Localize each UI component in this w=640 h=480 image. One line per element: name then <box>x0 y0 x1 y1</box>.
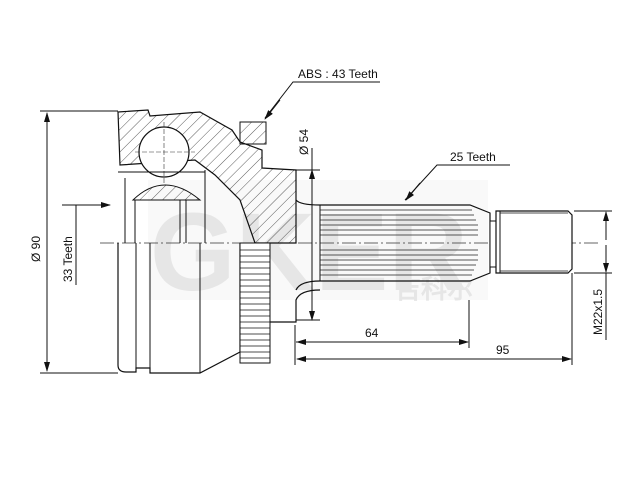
housing-exterior <box>117 242 321 374</box>
shaft-teeth-label: 25 Teeth <box>450 150 496 164</box>
watermark: GKER 吉科尔 <box>148 180 488 314</box>
length-total-label: 95 <box>496 343 510 357</box>
housing-section <box>117 109 297 244</box>
outer-diameter-label: Ø 90 <box>29 236 43 262</box>
dimensions <box>40 81 612 374</box>
thread-label: M22x1.5 <box>591 289 605 335</box>
abs-teeth-label: ABS : 43 Teeth <box>298 67 378 81</box>
length-spline-label: 64 <box>365 326 379 340</box>
watermark-text: GKER <box>150 191 468 314</box>
watermark-subtext: 吉科尔 <box>395 274 473 304</box>
inner-teeth-label: 33 Teeth <box>61 236 75 282</box>
shaft-spline <box>295 199 573 291</box>
flange-diameter-label: Ø 54 <box>297 129 311 155</box>
